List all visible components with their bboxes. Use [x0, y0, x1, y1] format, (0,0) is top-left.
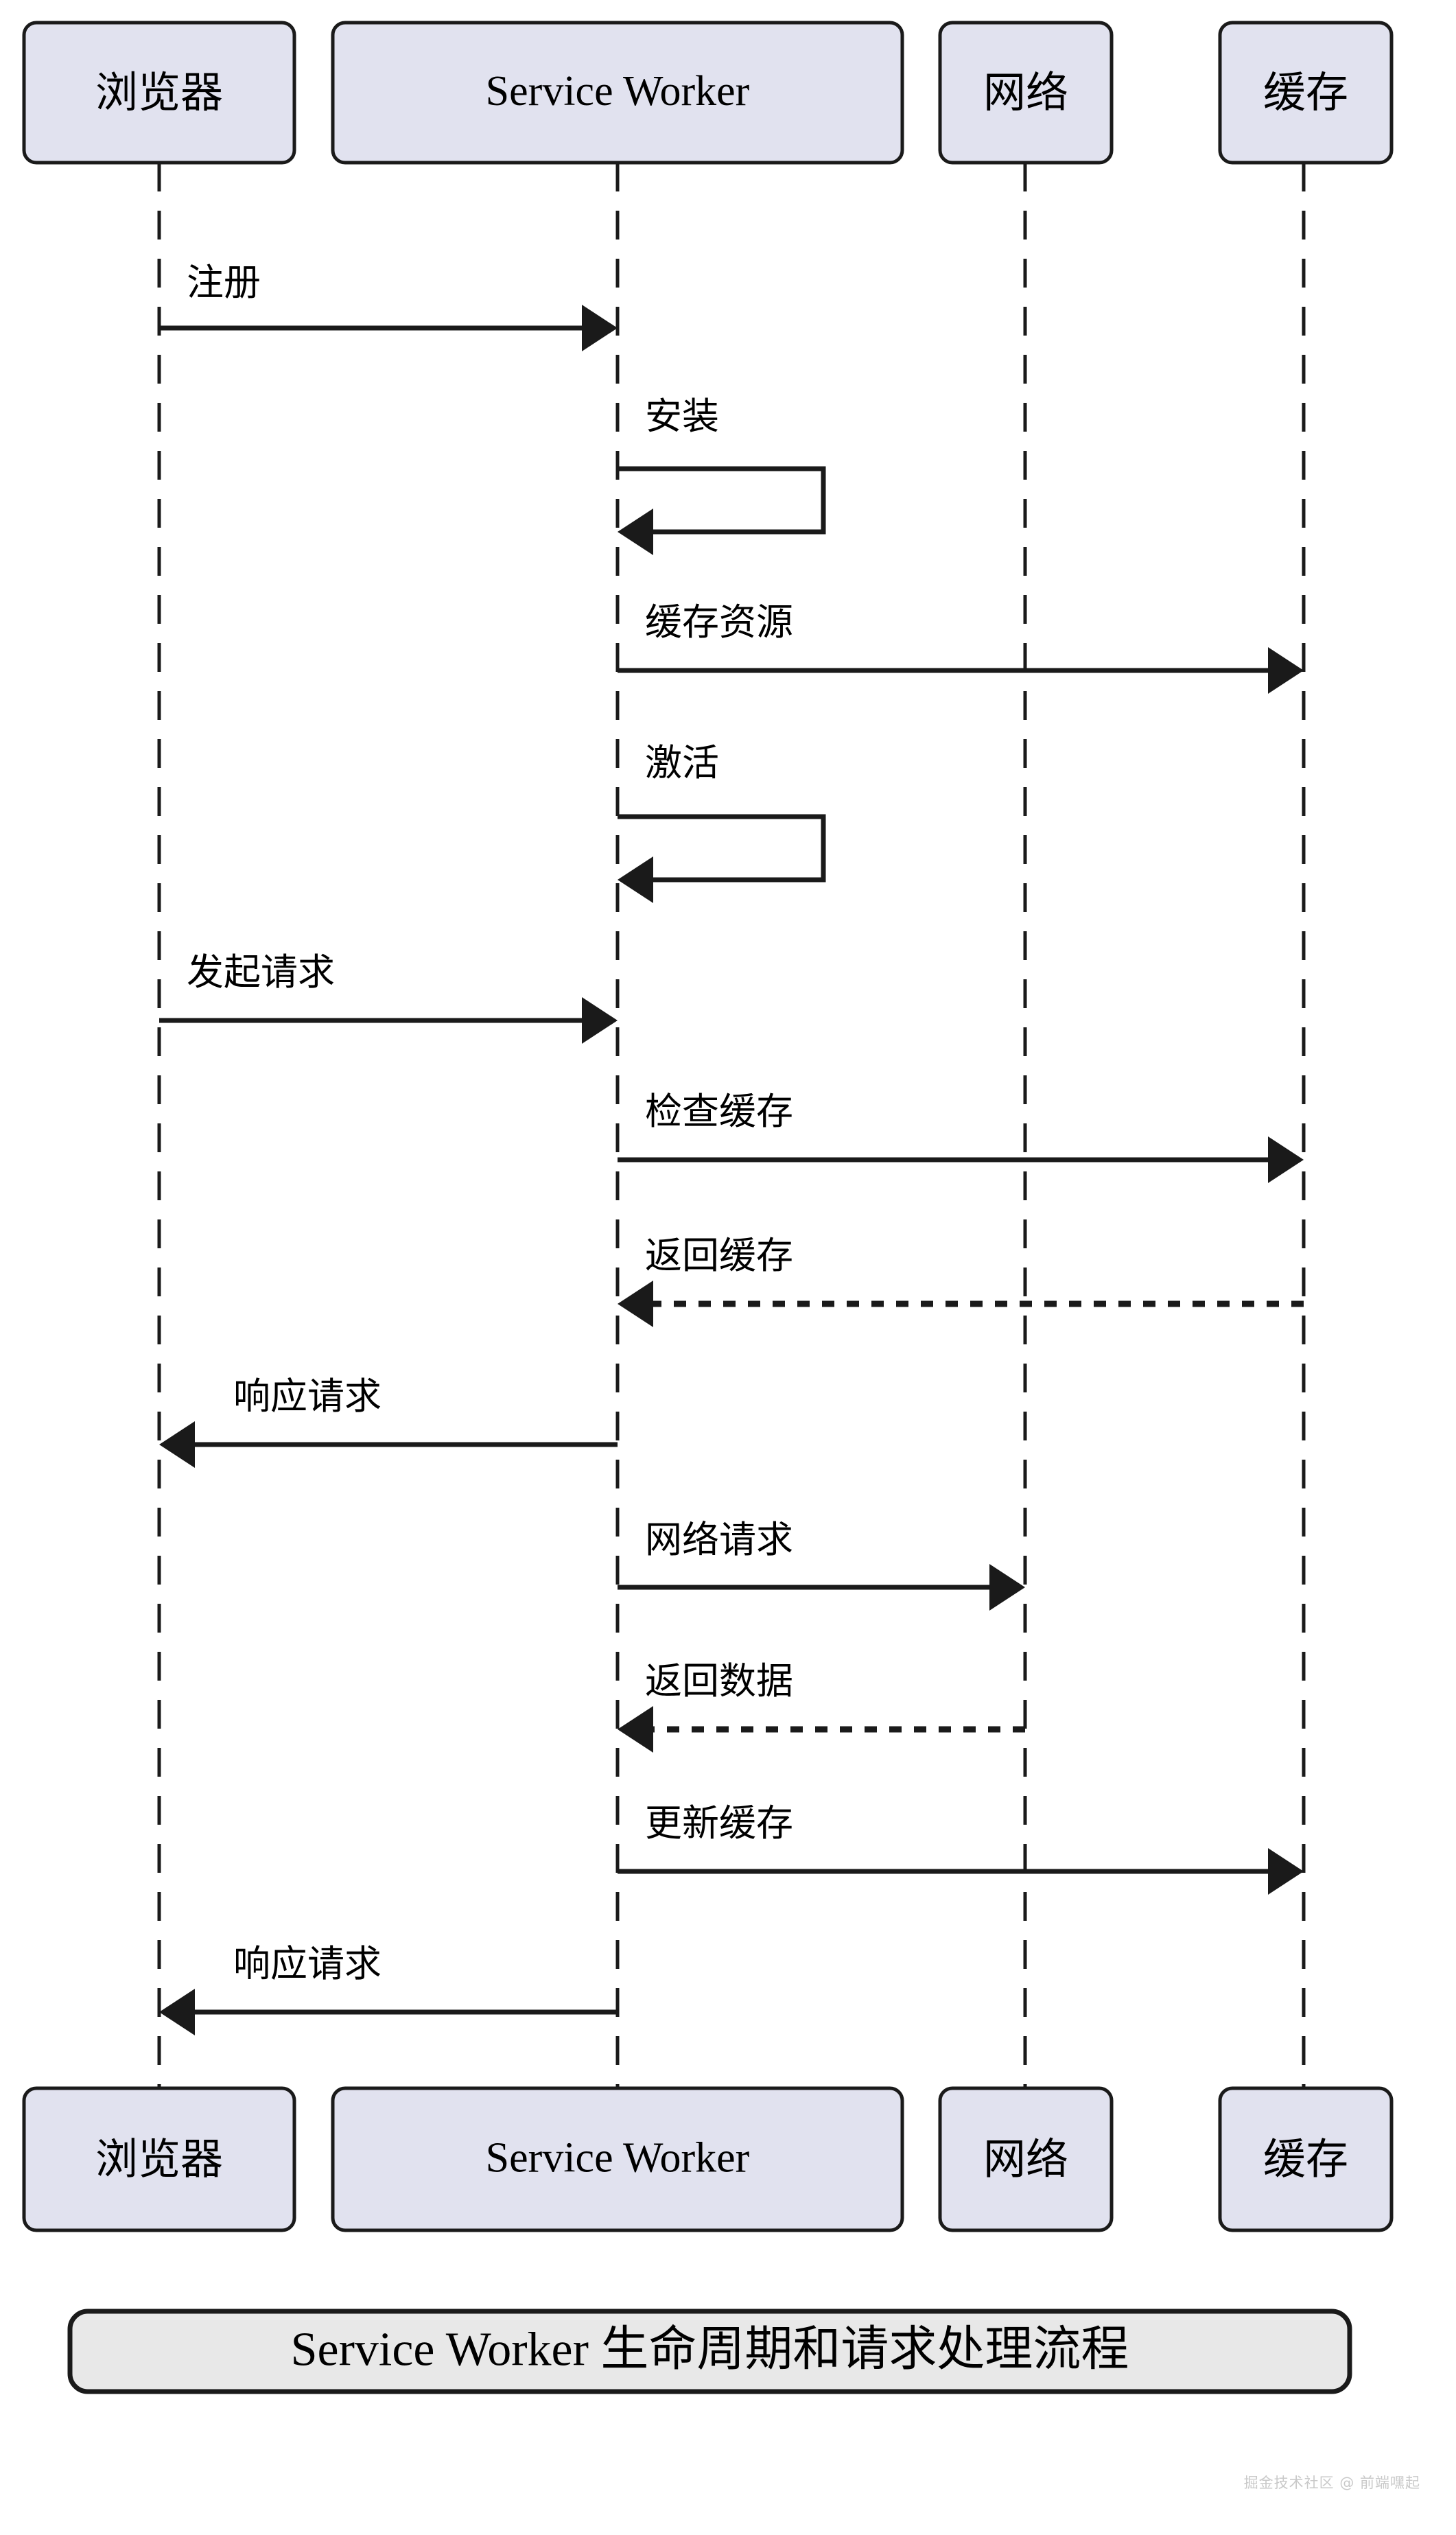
message-label: 发起请求	[187, 950, 335, 994]
message-label: 返回缓存	[645, 1234, 793, 1277]
actor-browser-footer[interactable]: 浏览器	[22, 2086, 296, 2232]
actor-sw-header[interactable]: Service Worker	[331, 21, 904, 165]
watermark-text: 掘金技术社区 @ 前端嘿起	[1243, 2475, 1420, 2491]
actor-label-network: 网络	[983, 67, 1068, 117]
message-label: 注册	[187, 261, 261, 304]
arrow-head-icon	[618, 1706, 653, 1753]
message-self-loop-path	[618, 466, 826, 535]
actor-network-header[interactable]: 网络	[938, 21, 1114, 165]
page-title: Service Worker 生命周期和请求处理流程	[291, 2324, 1129, 2376]
actor-box-cache	[1218, 21, 1394, 165]
actor-box-browser	[22, 21, 296, 165]
message-label: 检查缓存	[645, 1090, 793, 1133]
actor-browser-header[interactable]: 浏览器	[22, 21, 296, 165]
message-label: 缓存资源	[645, 600, 793, 644]
arrow-head-icon	[582, 997, 618, 1044]
message-5-browser-to-sw[interactable]: 发起请求	[159, 950, 618, 1044]
actor-label-network: 网络	[983, 2134, 1068, 2184]
title-box-rect	[67, 2309, 1352, 2394]
diagram-title-layer: Service Worker 生命周期和请求处理流程	[67, 2309, 1352, 2394]
actor-cache-footer[interactable]: 缓存	[1218, 2086, 1394, 2232]
arrow-head-icon	[618, 509, 653, 555]
actor-label-sw: Service Worker	[486, 68, 750, 115]
message-7-cache-to-sw[interactable]: 返回缓存	[618, 1234, 1304, 1327]
actor-box-browser	[22, 2086, 296, 2232]
arrow-head-icon	[159, 1421, 195, 1468]
actor-label-sw: Service Worker	[486, 2135, 750, 2182]
message-1-browser-to-sw[interactable]: 注册	[159, 261, 618, 351]
actor-box-sw	[331, 21, 904, 165]
arrow-head-icon	[1268, 1848, 1304, 1895]
message-self-loop-path	[618, 814, 826, 883]
arrow-head-icon	[159, 1989, 195, 2035]
actor-network-footer[interactable]: 网络	[938, 2086, 1114, 2232]
message-8-sw-to-browser[interactable]: 响应请求	[159, 1375, 618, 1468]
arrow-head-icon	[618, 856, 653, 903]
message-10-network-to-sw[interactable]: 返回数据	[618, 1659, 1025, 1753]
message-12-sw-to-browser[interactable]: 响应请求	[159, 1942, 618, 2035]
arrow-head-icon	[618, 1281, 653, 1327]
actor-label-browser: 浏览器	[95, 67, 223, 117]
actors-footer-layer: 浏览器 Service Worker 网络 缓存	[22, 2086, 1394, 2232]
actor-box-network	[938, 2086, 1114, 2232]
messages-layer: 注册安装缓存资源激活发起请求检查缓存返回缓存响应请求网络请求返回数据更新缓存响应…	[159, 261, 1304, 2035]
actor-label-browser: 浏览器	[95, 2134, 223, 2184]
arrow-head-icon	[989, 1564, 1025, 1611]
message-label: 返回数据	[645, 1659, 793, 1703]
message-6-sw-to-cache[interactable]: 检查缓存	[618, 1090, 1304, 1183]
actor-label-cache: 缓存	[1263, 67, 1348, 117]
arrow-head-icon	[1268, 1136, 1304, 1183]
message-3-sw-to-cache[interactable]: 缓存资源	[618, 600, 1304, 694]
lifelines-layer	[157, 163, 1306, 2088]
actor-box-network	[938, 21, 1114, 165]
actor-cache-header[interactable]: 缓存	[1218, 21, 1394, 165]
arrow-head-icon	[1268, 647, 1304, 694]
message-label: 响应请求	[233, 1375, 381, 1418]
arrow-head-icon	[582, 305, 618, 351]
actor-box-cache	[1218, 2086, 1394, 2232]
actor-sw-footer[interactable]: Service Worker	[331, 2086, 904, 2232]
diagram-title-box: Service Worker 生命周期和请求处理流程	[67, 2309, 1352, 2394]
message-label: 激活	[645, 741, 719, 784]
message-label: 更新缓存	[645, 1801, 793, 1845]
message-9-sw-to-network[interactable]: 网络请求	[618, 1518, 1025, 1611]
message-label: 安装	[645, 395, 719, 438]
message-label: 网络请求	[645, 1518, 793, 1561]
message-11-sw-to-cache[interactable]: 更新缓存	[618, 1801, 1304, 1895]
message-2-sw-to-sw[interactable]: 安装	[618, 395, 826, 555]
actor-label-cache: 缓存	[1263, 2134, 1348, 2184]
message-4-sw-to-sw[interactable]: 激活	[618, 741, 826, 903]
message-label: 响应请求	[233, 1942, 381, 1985]
actors-header-layer: 浏览器 Service Worker 网络 缓存	[22, 21, 1394, 165]
actor-box-sw	[331, 2086, 904, 2232]
